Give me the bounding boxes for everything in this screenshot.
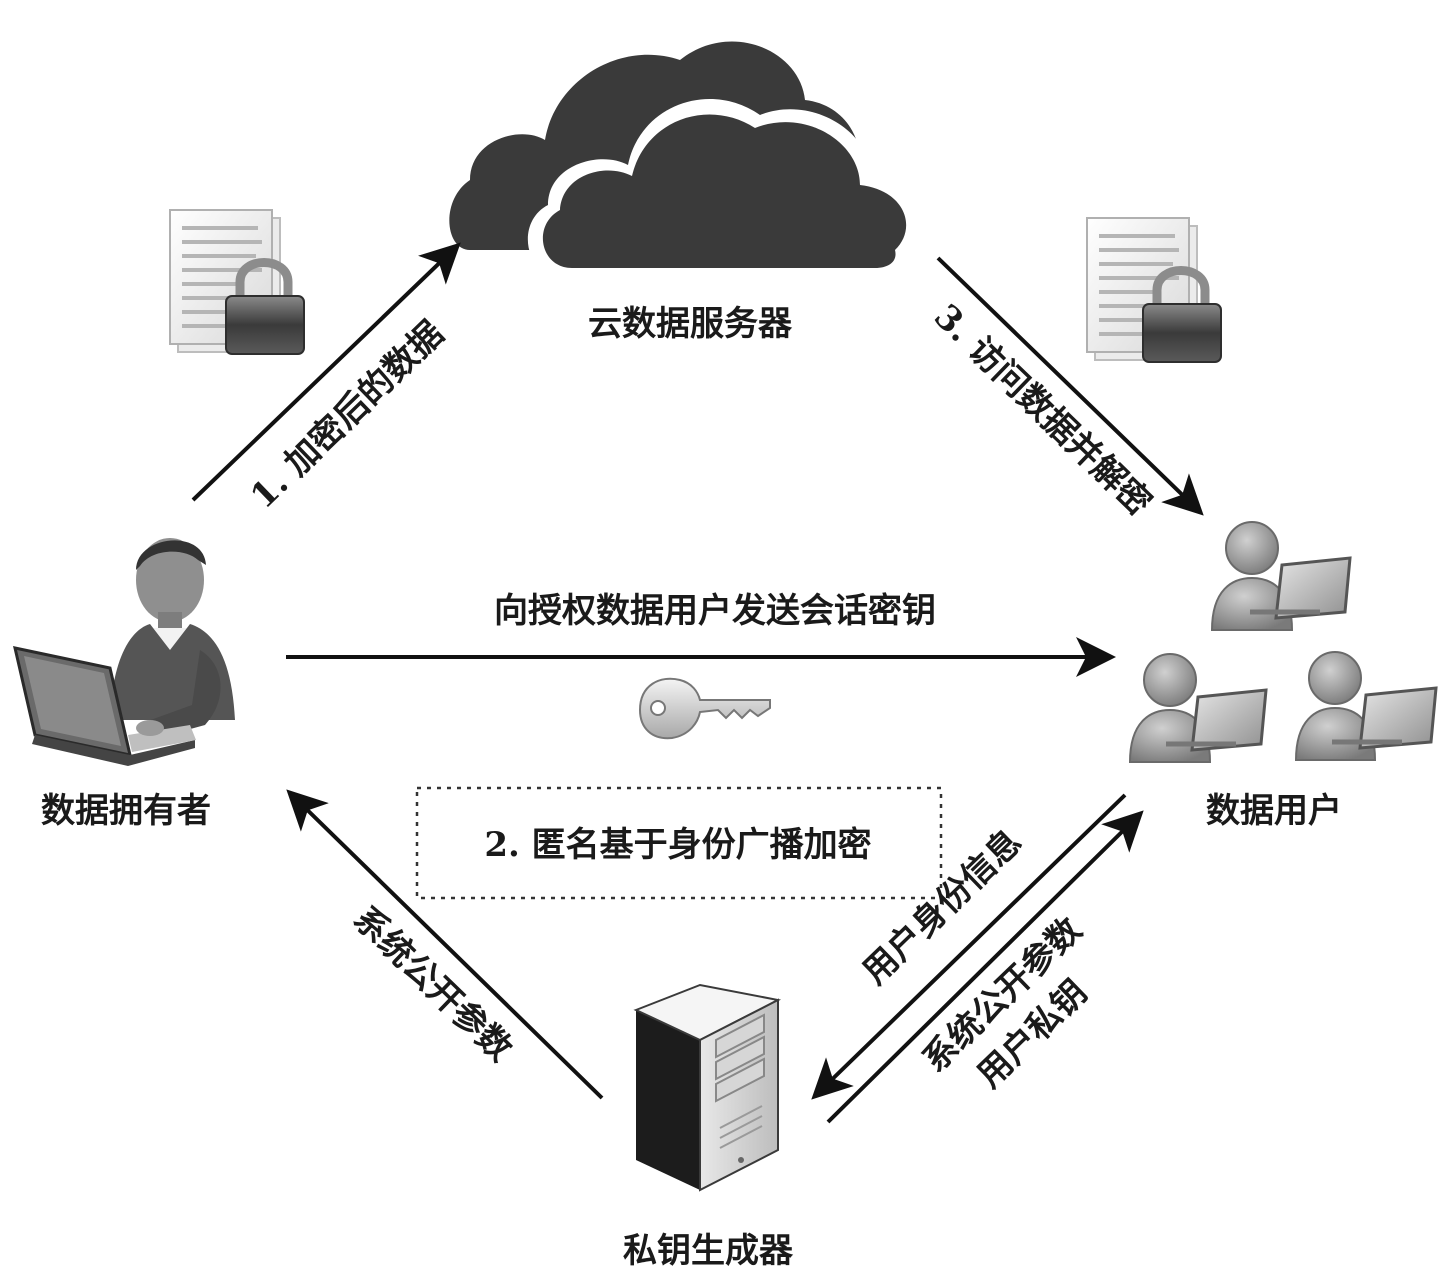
upload-arrow xyxy=(191,242,461,502)
key-icon xyxy=(638,677,771,740)
user-laptop-icon xyxy=(1128,653,1268,763)
locked-document-icon xyxy=(1086,217,1222,363)
cloud-server-label: 云数据服务器 xyxy=(588,304,793,344)
pkg-label: 私钥生成器 xyxy=(623,1231,794,1271)
scheme-label: 2. 匿名基于身份广播加密 xyxy=(484,825,871,865)
data-owner-label: 数据拥有者 xyxy=(41,791,211,831)
cloud-icon xyxy=(449,41,921,276)
data-user-label: 数据用户 xyxy=(1206,791,1342,831)
locked-document-icon xyxy=(169,209,305,355)
params-to-user-arrow xyxy=(826,810,1144,1124)
access-arrow xyxy=(936,256,1204,516)
scheme-box xyxy=(415,786,943,900)
user-laptop-icon xyxy=(1210,521,1352,631)
params-to-owner-label: 系统公开参数 xyxy=(345,899,520,1069)
server-tower-icon xyxy=(633,983,782,1192)
session-key-label: 向授权数据用户发送会话密钥 xyxy=(494,591,936,631)
person-laptop-icon xyxy=(13,538,235,766)
user-laptop-icon xyxy=(1294,651,1438,761)
identity-arrow xyxy=(811,793,1127,1100)
user-group-icon xyxy=(1128,521,1438,763)
params-to-owner-arrow xyxy=(286,789,604,1100)
